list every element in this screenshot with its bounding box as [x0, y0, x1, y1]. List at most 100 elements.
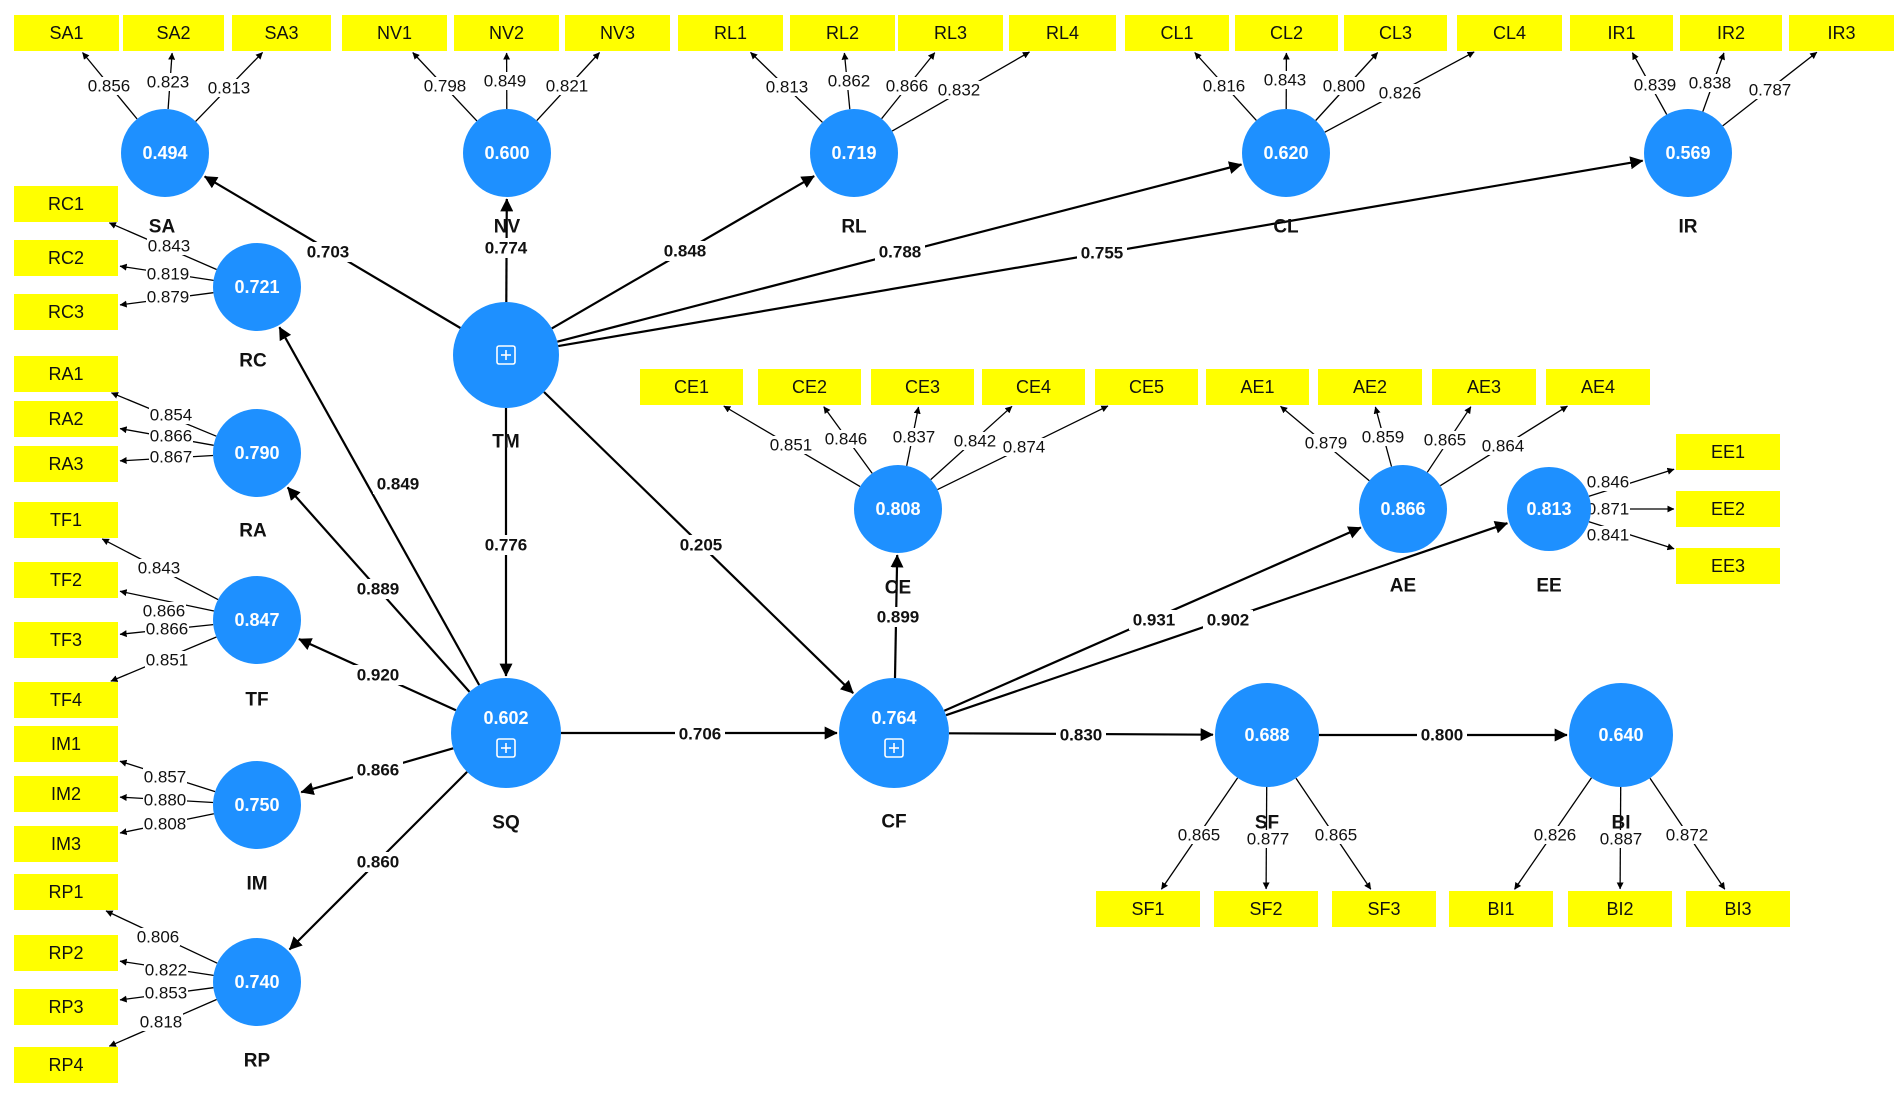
- indicator-box[interactable]: [1457, 15, 1562, 51]
- indicator-rp2[interactable]: RP2: [14, 935, 118, 971]
- indicator-ee1[interactable]: EE1: [1676, 434, 1780, 470]
- latent-circle[interactable]: [463, 109, 551, 197]
- indicator-box[interactable]: [14, 240, 118, 276]
- indicator-nv3[interactable]: NV3: [565, 15, 670, 51]
- indicator-ce4[interactable]: CE4: [982, 369, 1085, 405]
- indicator-box[interactable]: [640, 369, 743, 405]
- indicator-box[interactable]: [454, 15, 559, 51]
- indicator-box[interactable]: [14, 446, 118, 482]
- indicator-ra3[interactable]: RA3: [14, 446, 118, 482]
- indicator-box[interactable]: [1676, 491, 1780, 527]
- latent-circle[interactable]: [121, 109, 209, 197]
- latent-circle[interactable]: [1359, 465, 1447, 553]
- plus-square-icon[interactable]: [496, 738, 516, 758]
- indicator-box[interactable]: [790, 15, 895, 51]
- indicator-rl4[interactable]: RL4: [1009, 15, 1116, 51]
- indicator-ce2[interactable]: CE2: [758, 369, 861, 405]
- indicator-ir2[interactable]: IR2: [1680, 15, 1782, 51]
- indicator-ae1[interactable]: AE1: [1206, 369, 1309, 405]
- latent-tm[interactable]: TM: [453, 302, 559, 453]
- indicator-box[interactable]: [14, 401, 118, 437]
- indicator-rc3[interactable]: RC3: [14, 294, 118, 330]
- indicator-box[interactable]: [1449, 891, 1553, 927]
- latent-circle[interactable]: [213, 761, 301, 849]
- indicator-box[interactable]: [1546, 369, 1650, 405]
- indicator-rc2[interactable]: RC2: [14, 240, 118, 276]
- indicator-box[interactable]: [14, 726, 118, 762]
- indicator-rp4[interactable]: RP4: [14, 1047, 118, 1083]
- indicator-box[interactable]: [1096, 891, 1200, 927]
- indicator-box[interactable]: [232, 15, 331, 51]
- indicator-nv1[interactable]: NV1: [342, 15, 447, 51]
- indicator-sa3[interactable]: SA3: [232, 15, 331, 51]
- indicator-tf2[interactable]: TF2: [14, 562, 118, 598]
- indicator-tf4[interactable]: TF4: [14, 682, 118, 718]
- indicator-box[interactable]: [14, 15, 119, 51]
- indicator-box[interactable]: [14, 682, 118, 718]
- indicator-im3[interactable]: IM3: [14, 826, 118, 862]
- indicator-box[interactable]: [1214, 891, 1318, 927]
- indicator-box[interactable]: [14, 1047, 118, 1083]
- indicator-box[interactable]: [14, 502, 118, 538]
- indicator-box[interactable]: [1095, 369, 1198, 405]
- latent-circle[interactable]: [854, 465, 942, 553]
- plus-square-icon[interactable]: [884, 738, 904, 758]
- indicator-sa2[interactable]: SA2: [123, 15, 224, 51]
- latent-circle[interactable]: [451, 678, 561, 788]
- indicator-box[interactable]: [1432, 369, 1536, 405]
- indicator-ra1[interactable]: RA1: [14, 356, 118, 392]
- indicator-sf1[interactable]: SF1: [1096, 891, 1200, 927]
- indicator-box[interactable]: [14, 356, 118, 392]
- latent-circle[interactable]: [1242, 109, 1330, 197]
- indicator-ee3[interactable]: EE3: [1676, 548, 1780, 584]
- indicator-ce1[interactable]: CE1: [640, 369, 743, 405]
- indicator-bi3[interactable]: BI3: [1686, 891, 1790, 927]
- indicator-box[interactable]: [342, 15, 447, 51]
- latent-circle[interactable]: [213, 576, 301, 664]
- indicator-ra2[interactable]: RA2: [14, 401, 118, 437]
- indicator-box[interactable]: [1680, 15, 1782, 51]
- indicator-nv2[interactable]: NV2: [454, 15, 559, 51]
- indicator-box[interactable]: [1318, 369, 1422, 405]
- indicator-rl1[interactable]: RL1: [678, 15, 783, 51]
- indicator-ae4[interactable]: AE4: [1546, 369, 1650, 405]
- indicator-box[interactable]: [14, 989, 118, 1025]
- indicator-im2[interactable]: IM2: [14, 776, 118, 812]
- indicator-ir3[interactable]: IR3: [1789, 15, 1894, 51]
- indicator-box[interactable]: [14, 294, 118, 330]
- indicator-box[interactable]: [14, 826, 118, 862]
- indicator-ae2[interactable]: AE2: [1318, 369, 1422, 405]
- indicator-box[interactable]: [1789, 15, 1894, 51]
- indicator-box[interactable]: [14, 874, 118, 910]
- indicator-box[interactable]: [758, 369, 861, 405]
- indicator-tf3[interactable]: TF3: [14, 622, 118, 658]
- indicator-box[interactable]: [1686, 891, 1790, 927]
- indicator-box[interactable]: [1125, 15, 1229, 51]
- indicator-box[interactable]: [1676, 434, 1780, 470]
- indicator-box[interactable]: [982, 369, 1085, 405]
- indicator-rp3[interactable]: RP3: [14, 989, 118, 1025]
- latent-circle[interactable]: [839, 678, 949, 788]
- latent-circle[interactable]: [1569, 683, 1673, 787]
- indicator-box[interactable]: [1570, 15, 1673, 51]
- indicator-cl4[interactable]: CL4: [1457, 15, 1562, 51]
- indicator-box[interactable]: [1235, 15, 1338, 51]
- indicator-ce5[interactable]: CE5: [1095, 369, 1198, 405]
- indicator-box[interactable]: [1676, 548, 1780, 584]
- latent-circle[interactable]: [1644, 109, 1732, 197]
- indicator-box[interactable]: [1332, 891, 1436, 927]
- latent-circle[interactable]: [1215, 683, 1319, 787]
- indicator-box[interactable]: [1568, 891, 1672, 927]
- indicator-bi1[interactable]: BI1: [1449, 891, 1553, 927]
- indicator-rp1[interactable]: RP1: [14, 874, 118, 910]
